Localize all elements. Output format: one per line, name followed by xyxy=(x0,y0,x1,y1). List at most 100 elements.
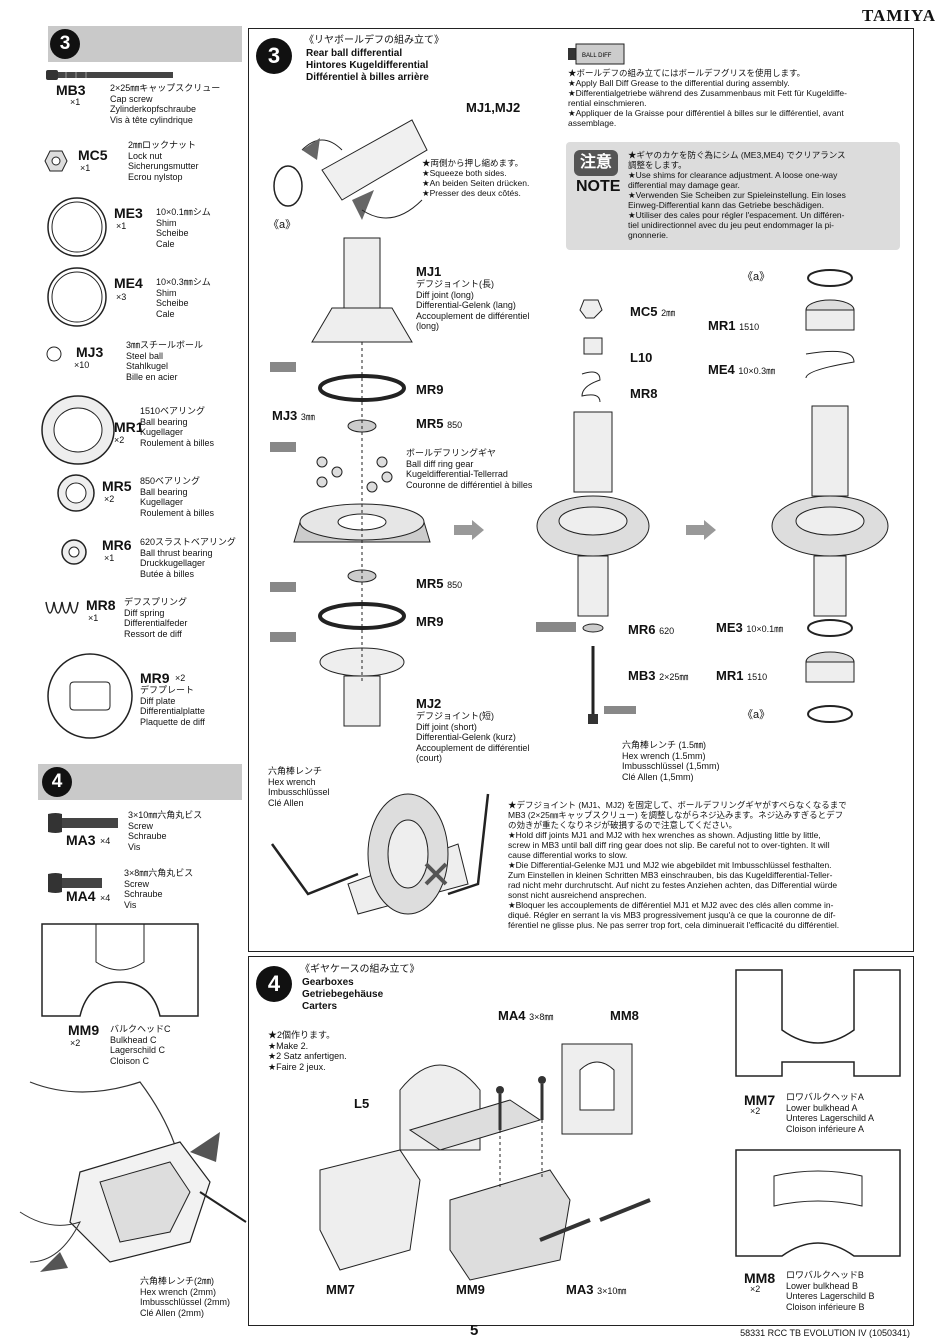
screw-icon xyxy=(48,873,102,893)
part-qty: ×1 xyxy=(116,221,127,231)
grease-instruction: ★ボールデフの組み立てにはボールデフグリスを使用します。 ★Apply Ball… xyxy=(568,68,847,128)
mm8-label: MM8 xyxy=(610,1008,639,1023)
mr8-label: MR8 xyxy=(630,386,658,401)
screw-icon xyxy=(48,813,118,833)
mr1-code: MR1 xyxy=(708,318,736,333)
mr5-label-bottom: MR5 850 xyxy=(416,576,462,591)
mb3-size: 2×25㎜ xyxy=(659,672,689,682)
part-qty: ×1 xyxy=(80,163,91,173)
mr6-label: MR6 620 xyxy=(628,622,674,637)
mc5-code: MC5 xyxy=(630,304,658,319)
part-qty: ×2 xyxy=(750,1284,761,1294)
mr5-label-top: MR5 850 xyxy=(416,416,462,431)
mr1-label-bottom: MR1 1510 xyxy=(716,668,767,683)
mj1-desc: デフジョイント(長) Diff joint (long) Differentia… xyxy=(416,279,530,331)
step4-title-jp: 《ギヤケースの組み立て》 xyxy=(300,964,420,975)
mj2-label: MJ2 xyxy=(416,696,442,711)
part-desc: 3㎜スチールボール Steel ball Stahlkugel Bille en… xyxy=(126,340,204,382)
me3-size: 10×0.1㎜ xyxy=(746,624,784,634)
part-code: MA4 xyxy=(66,888,96,904)
part-desc: デフスプリング Diff spring Differentialfeder Re… xyxy=(124,597,188,639)
svg-text:BALL DIFF: BALL DIFF xyxy=(582,53,612,59)
part-qty: ×4 xyxy=(100,893,111,903)
part-code: MA3 xyxy=(66,832,96,848)
hex-wrench-15-label: 六角棒レンチ (1.5㎜) Hex wrench (1.5mm) Imbussc… xyxy=(622,740,720,782)
ball-bearing-icon xyxy=(57,474,95,512)
l10-label: L10 xyxy=(630,350,653,365)
make-two-note: ★2個作ります。 ★Make 2. ★2 Satz anfertigen. ★F… xyxy=(268,1030,347,1072)
me3-label: ME3 10×0.1㎜ xyxy=(716,620,783,635)
diff-middle-illustration xyxy=(536,299,650,724)
lower-bulkhead-a-icon xyxy=(735,969,901,1077)
part-qty: ×2 xyxy=(114,435,125,445)
mm9-label: MM9 xyxy=(456,1282,485,1297)
part-code: MR6 xyxy=(102,537,132,553)
thrust-bearing-icon xyxy=(61,539,87,565)
part-code: MJ3 xyxy=(76,344,104,360)
mj3-size: 3㎜ xyxy=(300,412,315,422)
gearbox-hand-illustration xyxy=(19,1081,247,1272)
part-desc: 1510ベアリング Ball bearing Kugellager Roulem… xyxy=(140,406,215,448)
mj3-label: MJ3 3㎜ xyxy=(272,408,315,423)
step4-title-en: Gearboxes xyxy=(302,977,354,988)
part-code: MR8 xyxy=(86,597,116,613)
part-desc: 850ベアリング Ball bearing Kugellager Rouleme… xyxy=(140,476,215,518)
part-code: ME4 xyxy=(114,275,143,291)
mr5-code: MR5 xyxy=(416,576,444,591)
me4-code: ME4 xyxy=(708,362,735,377)
mj2-desc: デフジョイント(短) Diff joint (short) Differenti… xyxy=(416,711,530,763)
mj1-label: MJ1 xyxy=(416,264,442,279)
mr1-code: MR1 xyxy=(716,668,744,683)
squeeze-instruction: ★両側から押し縮めます。 ★Squeeze both sides. ★An be… xyxy=(422,158,530,198)
shim-icon xyxy=(47,267,107,327)
part-qty: ×2 xyxy=(104,494,115,504)
ma4-code: MA4 xyxy=(498,1008,526,1023)
mr9-label-bottom: MR9 xyxy=(416,614,444,629)
ma4-label: MA4 3×8㎜ xyxy=(498,1008,553,1023)
brand-logo: TAMIYA xyxy=(861,6,936,25)
part-code: ME3 xyxy=(114,205,143,221)
part-qty: ×10 xyxy=(74,360,90,370)
mr1-size: 1510 xyxy=(747,672,768,682)
a-ring-label: 《a》 xyxy=(268,219,297,231)
part-code: MB3 xyxy=(56,82,86,98)
l5-label: L5 xyxy=(354,1096,370,1111)
ma3-size: 3×10㎜ xyxy=(597,1286,627,1296)
part-qty: ×1 xyxy=(104,553,115,563)
lower-bulkhead-b-icon xyxy=(735,1149,901,1257)
cap-screw-icon xyxy=(46,70,173,80)
mr9-label: MR9 xyxy=(416,382,444,397)
mr1-size: 1510 xyxy=(739,322,760,332)
me3-code: ME3 xyxy=(716,620,743,635)
step4-number-badge: 4 xyxy=(42,767,72,797)
diff-spring-icon xyxy=(45,601,79,614)
ball-bearing-icon xyxy=(41,395,115,465)
step4-box xyxy=(248,956,914,1326)
shim-icon xyxy=(47,197,107,257)
part-desc: 2㎜ロックナット Lock nut Sicherungsmutter Ecrou… xyxy=(128,140,199,182)
step3-badge: 3 xyxy=(256,38,292,74)
mr5-size: 850 xyxy=(447,580,463,590)
step4-title-fr: Carters xyxy=(302,1001,338,1012)
part-desc: 3×10㎜六角丸ビス Screw Schraube Vis xyxy=(128,810,203,852)
steel-ball-icon xyxy=(46,346,62,362)
grease-tube-icon: BALL DIFF xyxy=(568,43,625,65)
part-desc: デフプレート Diff plate Differentialplatte Pla… xyxy=(140,685,205,727)
footer-code: 58331 RCC TB EVOLUTION IV (1050341) xyxy=(740,1328,910,1338)
ring-gear-desc: ボールデフリングギヤ Ball diff ring gear Kugeldiff… xyxy=(406,448,533,490)
mm7-label: MM7 xyxy=(326,1282,355,1297)
part-desc: 620スラストベアリング Ball thrust bearing Druckku… xyxy=(140,537,236,579)
mr6-code: MR6 xyxy=(628,622,656,637)
step3-number-badge: 3 xyxy=(50,29,80,59)
note-box xyxy=(566,142,900,250)
part-qty: ×3 xyxy=(116,292,127,302)
note-jp-badge: 注意 xyxy=(574,150,618,176)
arrow-right-icon xyxy=(686,520,716,540)
part-desc: バルクヘッドC Bulkhead C Lagerschild C Cloison… xyxy=(110,1024,171,1066)
part-desc: 2×25㎜キャップスクリュー Cap screw Zylinderkopfsch… xyxy=(110,83,221,125)
page-number: 5 xyxy=(470,1322,479,1339)
a-ring-top-label: 《a》 xyxy=(742,271,771,283)
part-qty: ×4 xyxy=(100,836,111,846)
step4-badge: 4 xyxy=(256,966,292,1002)
mr1-label-top: MR1 1510 xyxy=(708,318,759,333)
